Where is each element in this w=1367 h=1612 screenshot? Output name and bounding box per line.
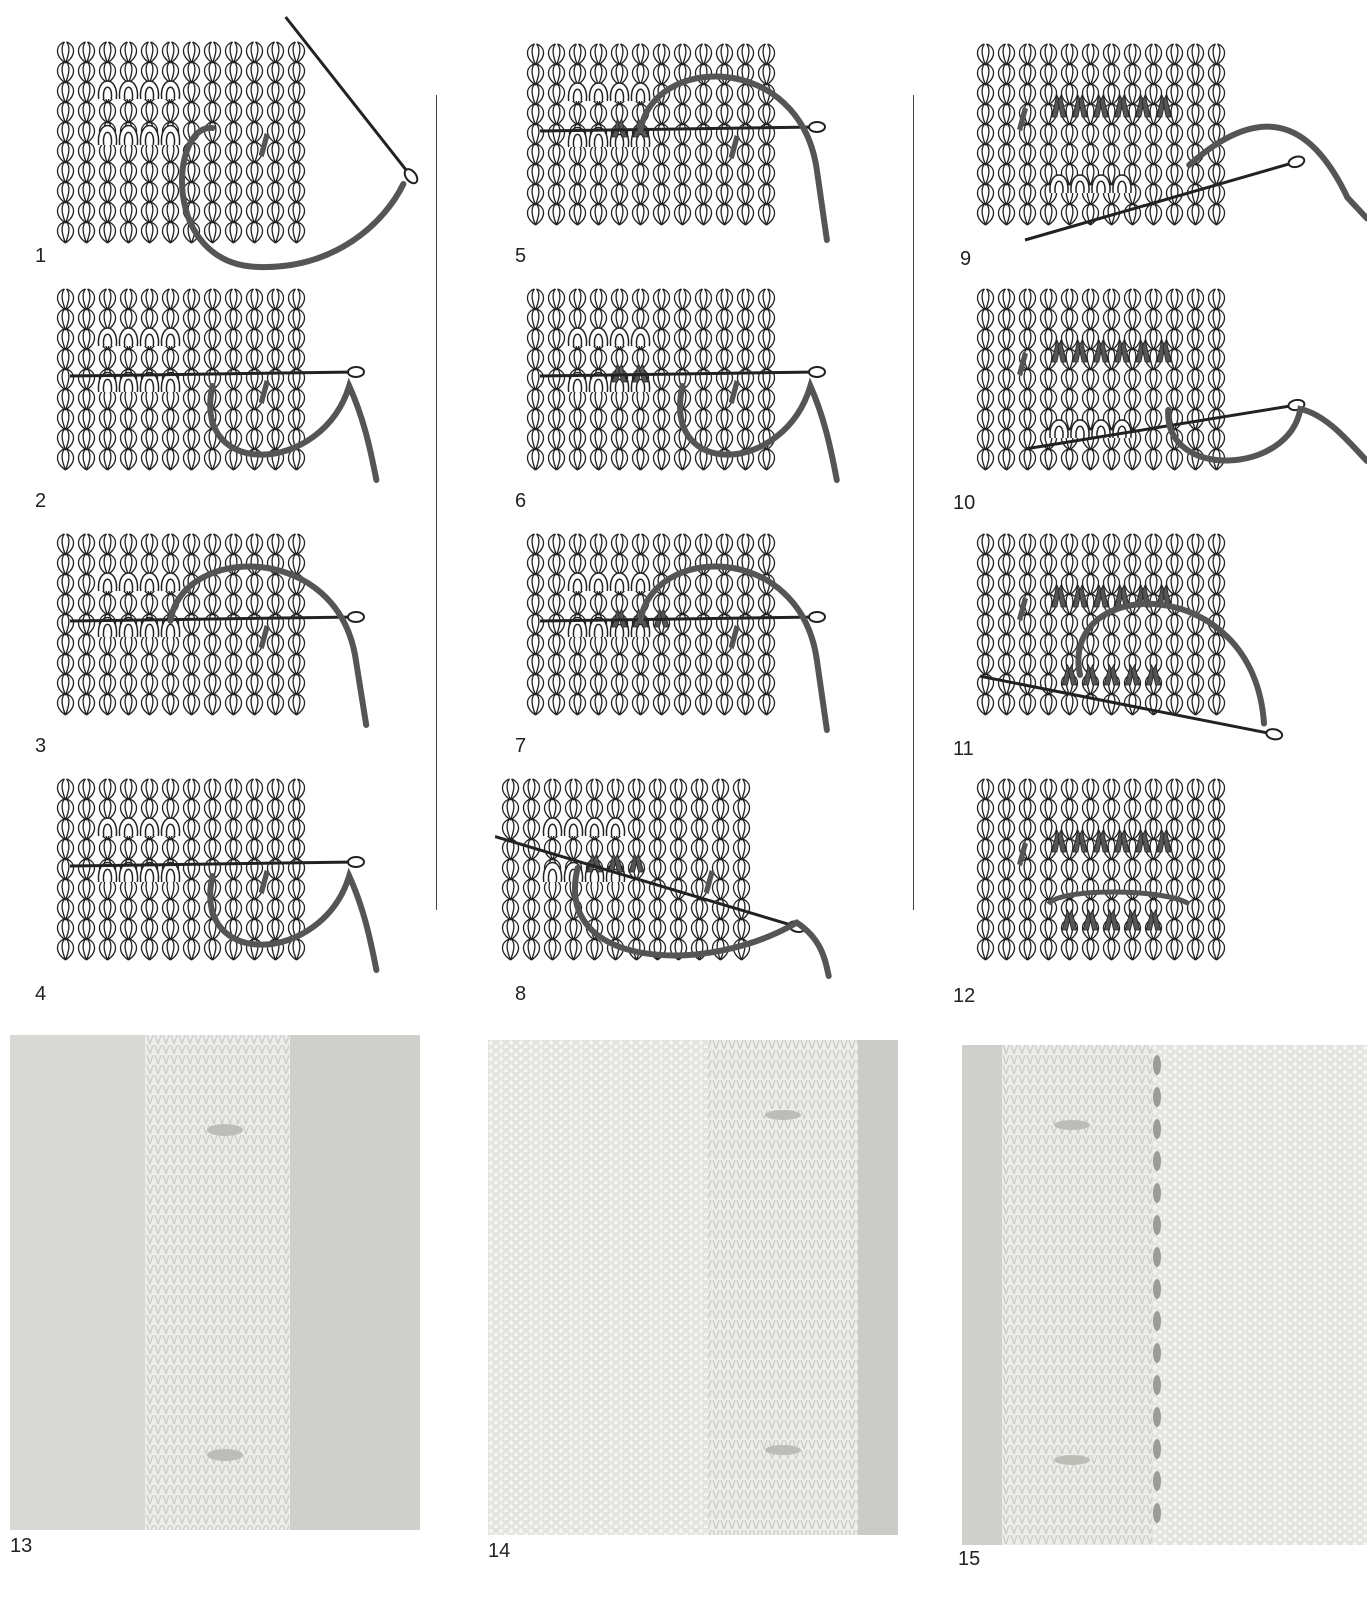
diagram-10 [975,285,1367,485]
knitting-diagram [520,530,850,735]
knitting-diagram [520,285,850,485]
figure-number: 2 [35,490,46,513]
diagram-2 [50,285,390,485]
photo-15 [962,1045,1367,1545]
diagram-11 [975,530,1315,745]
column-divider [436,95,437,910]
diagram-7 [520,530,850,735]
diagram-12 [975,775,1275,985]
knitting-diagram [520,40,850,245]
figure-number: 12 [953,985,975,1008]
figure-number: 13 [10,1535,32,1558]
knitting-diagram [975,530,1315,745]
figure-number: 7 [515,735,526,758]
figure-number: 8 [515,983,526,1006]
figure-number: 14 [488,1540,510,1563]
photo-14 [488,1040,898,1535]
diagram-1 [50,15,430,275]
diagram-4 [50,775,390,975]
knitting-diagram [50,15,430,275]
photo-13 [10,1035,420,1530]
knitting-diagram [975,40,1367,250]
figure-number: 4 [35,983,46,1006]
figure-number: 9 [960,248,971,271]
knitting-diagram [50,775,390,975]
knitting-diagram [50,285,390,485]
figure-number: 11 [953,738,974,761]
diagram-6 [520,285,850,485]
figure-number: 1 [35,245,46,268]
knitting-diagram [975,775,1275,985]
knitting-diagram [975,285,1367,485]
column-divider [913,95,914,910]
diagram-5 [520,40,850,245]
knit-fabric-photo [10,1035,420,1530]
figure-number: 10 [953,492,975,515]
figure-number: 3 [35,735,46,758]
figure-number: 6 [515,490,526,513]
diagram-8 [495,775,850,980]
figure-number: 15 [958,1548,980,1571]
knitting-diagram [50,530,390,730]
diagram-3 [50,530,390,730]
figure-number: 5 [515,245,526,268]
knit-fabric-photo [962,1045,1367,1545]
diagram-9 [975,40,1367,250]
knit-fabric-photo [488,1040,898,1535]
knitting-diagram [495,775,850,980]
